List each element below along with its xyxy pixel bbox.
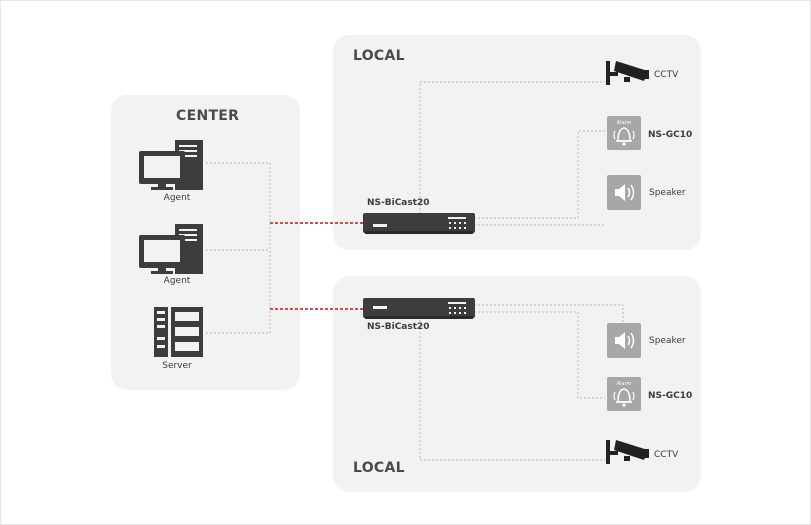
bottom-cctv-wire <box>419 320 605 461</box>
server-rack-icon <box>154 307 203 357</box>
bottom-speaker-wire <box>474 304 624 323</box>
alarm-icon-text: Alarm <box>617 381 632 387</box>
cctv-camera-icon <box>606 61 649 85</box>
alarm-label: NS-GC10 <box>648 391 693 401</box>
speaker-icon <box>607 323 641 358</box>
bottom-alarm-wire <box>466 311 605 399</box>
speaker-label: Speaker <box>649 188 686 198</box>
local-bottom-title: LOCAL <box>353 460 405 476</box>
speaker-icon <box>607 175 641 210</box>
agent-computer-icon <box>139 140 203 190</box>
cctv-label: CCTV <box>654 450 679 460</box>
network-device-icon <box>363 298 475 319</box>
center-bus-wire <box>206 162 271 334</box>
agent-label: Agent <box>163 276 191 286</box>
local-top-title: LOCAL <box>353 48 405 64</box>
top-cctv-wire <box>419 81 605 214</box>
alarm-label: NS-GC10 <box>648 130 693 140</box>
device-label: NS-BiCast20 <box>367 198 430 208</box>
speaker-label: Speaker <box>649 336 686 346</box>
cctv-label: CCTV <box>654 70 679 80</box>
device-label: NS-BiCast20 <box>367 322 430 332</box>
center-title: CENTER <box>176 108 240 124</box>
alarm-icon-text: Alarm <box>617 120 632 126</box>
agent-computer-icon <box>139 224 203 274</box>
cctv-camera-icon <box>606 440 649 464</box>
alarm-bell-icon: Alarm <box>607 377 641 411</box>
agent-label: Agent <box>163 193 191 203</box>
server-label: Server <box>162 361 192 371</box>
alarm-bell-icon: Alarm <box>607 116 641 150</box>
network-device-icon <box>363 213 475 234</box>
top-alarm-wire <box>466 130 605 219</box>
